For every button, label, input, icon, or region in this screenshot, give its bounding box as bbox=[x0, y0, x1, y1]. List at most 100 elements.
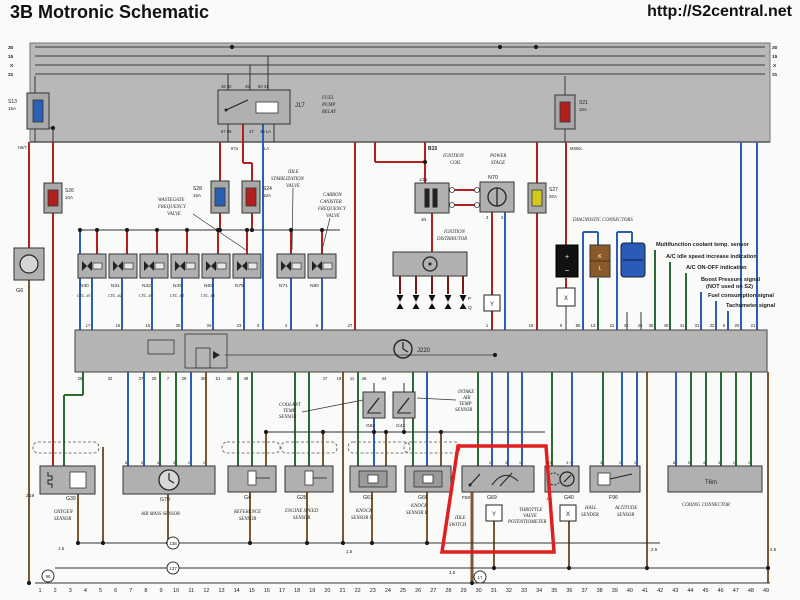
injector-n30-valve-icon bbox=[82, 261, 92, 271]
label: 1.5 bbox=[58, 546, 65, 551]
connector-y-bottom bbox=[485, 504, 503, 522]
label: IDLE bbox=[287, 170, 299, 175]
label: 47 bbox=[323, 376, 328, 381]
label: N70 bbox=[488, 175, 498, 181]
fuel-pump-relay-j17-coil bbox=[255, 101, 279, 114]
label: 29 bbox=[182, 376, 187, 381]
connector-ring bbox=[474, 202, 480, 208]
spark-plug-icon bbox=[412, 303, 420, 309]
ground-number: 137 bbox=[169, 566, 177, 571]
label: 3 bbox=[600, 460, 603, 465]
ignition-coil-winding bbox=[424, 188, 430, 208]
reference-sensor-g4-pickup bbox=[247, 470, 257, 486]
oxygen-sensor-g39-heater bbox=[47, 472, 53, 488]
shield-oval bbox=[280, 441, 338, 454]
bus-label: X bbox=[773, 63, 777, 69]
ecu-diode bbox=[213, 351, 220, 359]
label: 30 bbox=[772, 45, 778, 51]
label: S28 bbox=[193, 186, 202, 192]
label: G39 bbox=[66, 496, 76, 502]
injector-n33-coil bbox=[185, 262, 196, 270]
ignition-distributor-center bbox=[428, 262, 432, 266]
label: SENSOR bbox=[239, 517, 256, 522]
label: 11 bbox=[350, 376, 355, 381]
label: 30 bbox=[8, 45, 14, 51]
coolant-temp-sensor-g62-ntc bbox=[367, 397, 380, 413]
injector-n32-valve-icon bbox=[144, 261, 154, 271]
label: F60 bbox=[462, 495, 471, 501]
label: 31 bbox=[8, 72, 14, 78]
label: X bbox=[773, 63, 777, 69]
ruler-number: 37 bbox=[581, 588, 587, 594]
ruler-number: 39 bbox=[612, 588, 618, 594]
label: STABILIZATION bbox=[271, 177, 305, 182]
label: REFERENCE bbox=[233, 510, 261, 515]
shield-oval bbox=[403, 441, 461, 454]
label: 27 bbox=[348, 323, 353, 328]
label: 16 bbox=[116, 323, 121, 328]
junction-dot bbox=[50, 125, 56, 131]
fuse-s13-element bbox=[32, 99, 44, 123]
ground-circle-137 bbox=[166, 561, 180, 575]
label: 1.5 bbox=[346, 549, 353, 554]
label: 1 bbox=[203, 460, 206, 465]
junction-dot bbox=[229, 44, 235, 50]
label: KNOCK bbox=[355, 509, 373, 514]
coding-connector-t6m bbox=[667, 465, 763, 493]
spark-plug-icon bbox=[396, 295, 404, 302]
label: RELAY bbox=[321, 110, 337, 115]
label: Tachometer signal bbox=[726, 303, 775, 309]
label: 42 bbox=[624, 323, 629, 328]
knock-sensor-2-g66-piezo bbox=[422, 474, 434, 484]
shield-oval bbox=[221, 441, 281, 454]
ruler-number: 24 bbox=[385, 588, 391, 594]
label: 4N bbox=[421, 217, 426, 222]
air-mass-sensor-g70-hand bbox=[168, 479, 175, 484]
spark-plug-icon bbox=[444, 303, 452, 309]
ruler-number: 26 bbox=[415, 588, 421, 594]
label: G42 bbox=[396, 423, 405, 429]
label: H8/7 bbox=[18, 145, 28, 150]
label: 51 bbox=[216, 376, 221, 381]
label: POWER bbox=[489, 154, 506, 159]
shield-oval bbox=[347, 441, 411, 454]
label: IDLE bbox=[454, 516, 466, 521]
label: 28 bbox=[78, 376, 83, 381]
ruler-number: 31 bbox=[491, 588, 497, 594]
junction-dot bbox=[75, 540, 81, 546]
label: 4 bbox=[703, 460, 706, 465]
label: 45 bbox=[245, 84, 250, 89]
label: 6 bbox=[125, 460, 128, 465]
label: A/C idle speed increase indication bbox=[666, 254, 757, 260]
junction-dot bbox=[124, 227, 130, 233]
label: CYL. #2 bbox=[108, 293, 122, 298]
label: L bbox=[598, 266, 601, 272]
bus-label: 30 bbox=[8, 45, 14, 51]
label: 5 bbox=[316, 323, 319, 328]
ruler-number: 11 bbox=[188, 588, 194, 594]
ignition-coil-winding bbox=[432, 188, 438, 208]
junction-dot bbox=[491, 565, 497, 571]
label: Boost Pressure signal bbox=[701, 277, 761, 283]
ruler-number: 22 bbox=[355, 588, 361, 594]
junction-dot bbox=[533, 44, 539, 50]
label: G6 bbox=[16, 288, 23, 294]
label: HALL bbox=[584, 506, 597, 511]
ignition-distributor-rotor bbox=[422, 256, 438, 272]
label: N75 bbox=[235, 283, 244, 289]
label: 25 bbox=[152, 376, 157, 381]
fuse-s21-element bbox=[559, 101, 571, 123]
label: 30 bbox=[201, 376, 206, 381]
label: FREQUENCY bbox=[317, 207, 347, 212]
ruler-number: 4 bbox=[84, 588, 87, 594]
highlight-red-box bbox=[439, 444, 556, 554]
ground-number: 138 bbox=[169, 541, 177, 546]
label: 2 bbox=[501, 215, 504, 220]
ruler-number: 16 bbox=[264, 588, 270, 594]
label: N83 bbox=[204, 283, 213, 289]
junction-dot bbox=[100, 540, 106, 546]
altitude-sensor-f96-cell bbox=[597, 472, 611, 486]
label: 22 bbox=[610, 323, 615, 328]
spark-plug-icon bbox=[444, 295, 452, 302]
